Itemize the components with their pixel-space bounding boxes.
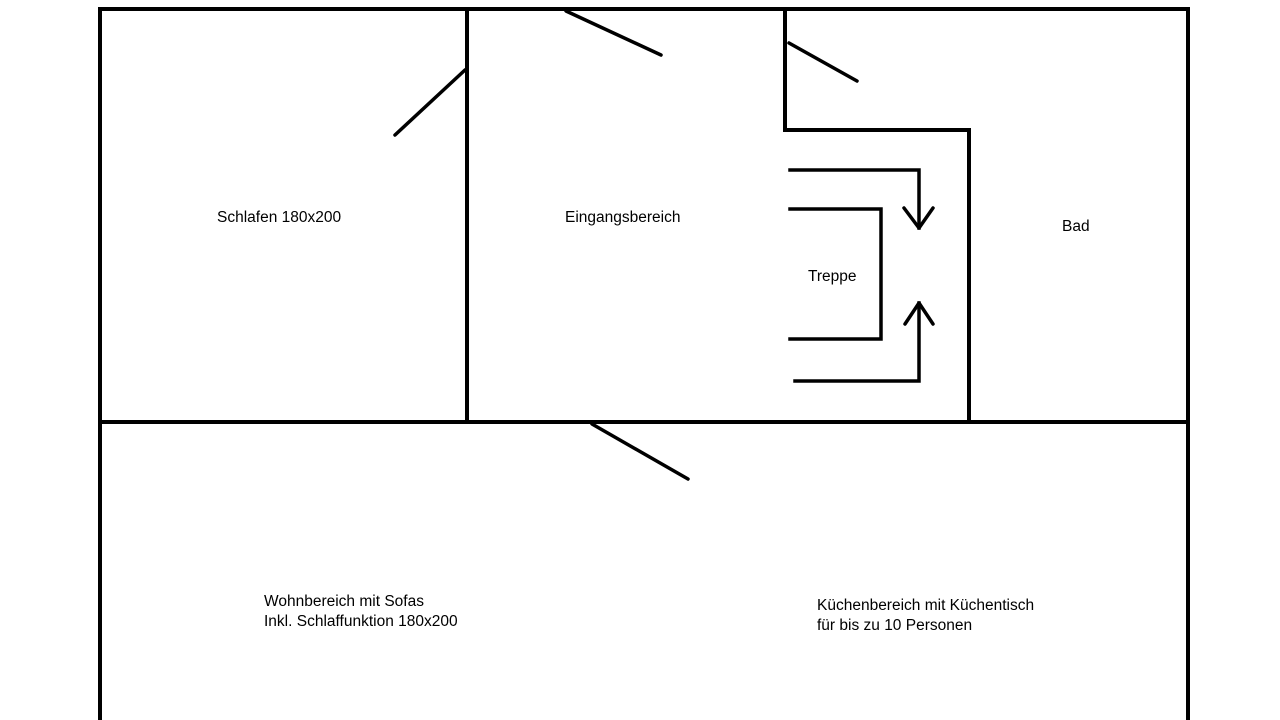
- room-label-wohnbereich-line2: Inkl. Schlaffunktion 180x200: [264, 613, 458, 630]
- room-label-kuechenbereich-line1: Küchenbereich mit Küchentisch: [817, 597, 1034, 614]
- room-label-treppe: Treppe: [808, 268, 857, 285]
- room-label-kuechenbereich-line2: für bis zu 10 Personen: [817, 617, 972, 634]
- room-labels: Schlafen 180x200 Eingangsbereich Treppe …: [217, 209, 1090, 634]
- doors: [393, 9, 859, 481]
- door-schlafen: [393, 68, 467, 137]
- stair-arrow-up-head: [903, 301, 935, 326]
- stair-arrow-down-path: [788, 168, 921, 230]
- room-label-schlafen: Schlafen 180x200: [217, 209, 341, 226]
- stair-arrow-up-path: [793, 301, 921, 383]
- room-label-eingangsbereich: Eingangsbereich: [565, 209, 680, 226]
- walls: [98, 7, 1190, 720]
- room-label-wohnbereich-line1: Wohnbereich mit Sofas: [264, 593, 424, 610]
- door-entrance: [564, 9, 663, 57]
- stair-inner-bracket: [788, 207, 883, 341]
- staircase: [788, 168, 935, 383]
- door-wohnbereich: [590, 422, 690, 481]
- room-label-bad: Bad: [1062, 218, 1090, 235]
- stair-arrow-down-head: [902, 206, 935, 230]
- door-bad: [787, 41, 859, 83]
